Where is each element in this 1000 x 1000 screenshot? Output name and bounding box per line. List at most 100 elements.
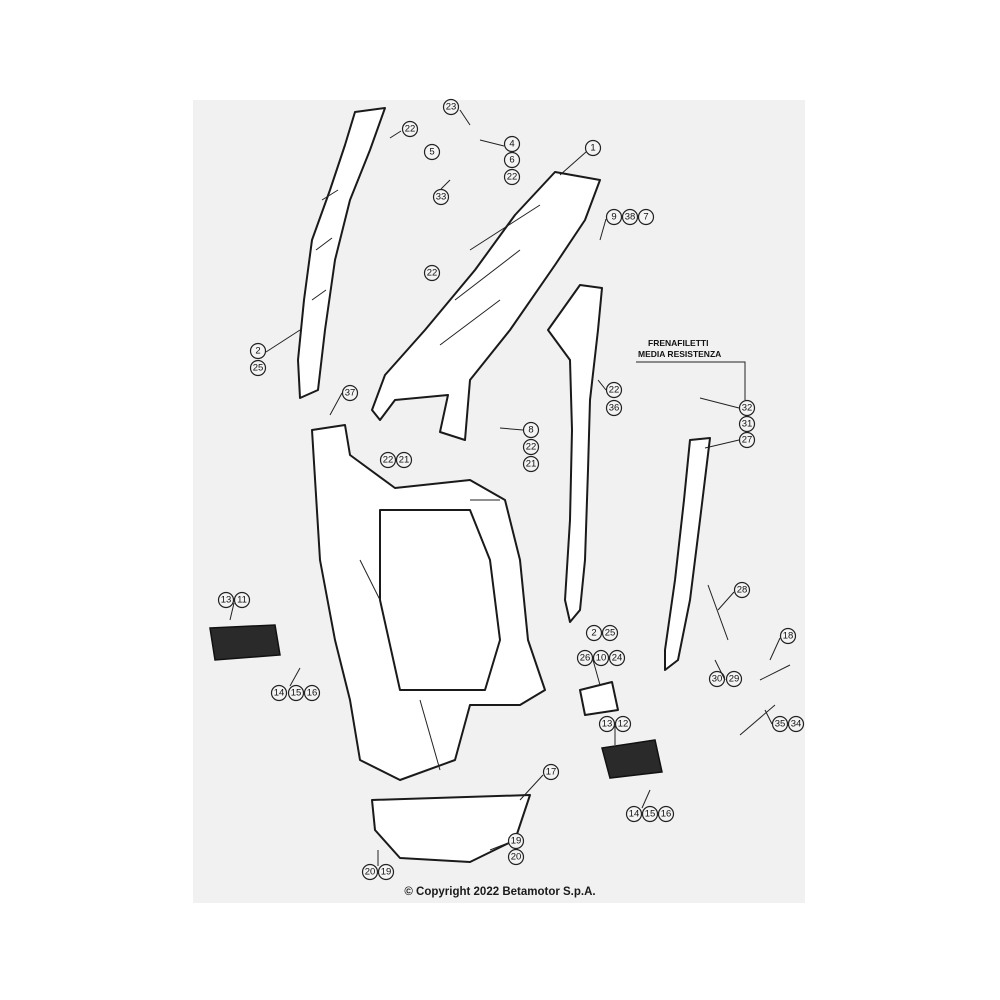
callout-7: 7 xyxy=(637,208,655,226)
note-line-2: MEDIA RESISTENZA xyxy=(638,349,721,359)
callout-29: 29 xyxy=(725,670,743,688)
callout-13: 13 xyxy=(217,591,235,609)
svg-text:7: 7 xyxy=(643,212,648,223)
svg-text:19: 19 xyxy=(511,836,522,847)
svg-text:22: 22 xyxy=(427,268,438,279)
callout-18: 18 xyxy=(779,627,797,645)
svg-text:1: 1 xyxy=(590,143,595,154)
svg-text:25: 25 xyxy=(253,363,264,374)
callout-22: 22 xyxy=(401,120,419,138)
callout-22e: 22 xyxy=(522,438,540,456)
callout-26: 26 xyxy=(576,649,594,667)
svg-text:22: 22 xyxy=(405,124,416,135)
svg-text:18: 18 xyxy=(783,631,794,642)
svg-text:22: 22 xyxy=(609,385,620,396)
svg-text:14: 14 xyxy=(629,809,640,820)
svg-text:21: 21 xyxy=(526,459,537,470)
copyright-text: © Copyright 2022 Betamotor S.p.A. xyxy=(404,886,596,898)
svg-text:29: 29 xyxy=(729,674,740,685)
chain-slider-bracket xyxy=(579,681,619,716)
callout-20b: 20 xyxy=(361,863,379,881)
svg-text:35: 35 xyxy=(775,719,786,730)
svg-text:26: 26 xyxy=(580,653,591,664)
svg-text:19: 19 xyxy=(381,867,392,878)
svg-text:25: 25 xyxy=(605,628,616,639)
svg-text:14: 14 xyxy=(274,688,285,699)
svg-text:24: 24 xyxy=(612,653,623,664)
svg-text:12: 12 xyxy=(618,719,629,730)
svg-text:4: 4 xyxy=(509,139,514,150)
callout-27: 27 xyxy=(738,431,756,449)
svg-text:16: 16 xyxy=(307,688,318,699)
callout-35: 35 xyxy=(771,715,789,733)
svg-text:16: 16 xyxy=(661,809,672,820)
note-line-1: FRENAFILETTI xyxy=(648,338,708,348)
svg-text:21: 21 xyxy=(399,455,410,466)
svg-text:23: 23 xyxy=(446,102,457,113)
callout-23: 23 xyxy=(442,98,460,116)
svg-text:15: 15 xyxy=(645,809,656,820)
callout-2b: 2 xyxy=(585,624,603,642)
callout-8: 8 xyxy=(522,421,540,439)
svg-text:10: 10 xyxy=(596,653,607,664)
skid-plate xyxy=(371,794,531,863)
callout-19: 19 xyxy=(507,832,525,850)
svg-text:30: 30 xyxy=(712,674,723,685)
callout-4: 4 xyxy=(503,135,521,153)
svg-text:13: 13 xyxy=(221,595,232,606)
svg-text:28: 28 xyxy=(737,585,748,596)
callout-14: 14 xyxy=(270,684,288,702)
main-frame xyxy=(311,424,546,781)
callout-33: 33 xyxy=(432,188,450,206)
callout-5: 5 xyxy=(423,143,441,161)
callout-12: 12 xyxy=(614,715,632,733)
callout-10: 10 xyxy=(592,649,610,667)
svg-text:33: 33 xyxy=(436,192,447,203)
callout-6: 6 xyxy=(503,151,521,169)
svg-text:2: 2 xyxy=(255,346,260,357)
right-footpeg xyxy=(601,739,663,779)
svg-text:5: 5 xyxy=(429,147,434,158)
callout-2: 2 xyxy=(249,342,267,360)
svg-text:15: 15 xyxy=(291,688,302,699)
springs xyxy=(707,584,791,736)
callout-16b: 16 xyxy=(657,805,675,823)
svg-text:9: 9 xyxy=(611,212,616,223)
callout-34: 34 xyxy=(787,715,805,733)
callout-25: 25 xyxy=(249,359,267,377)
svg-text:11: 11 xyxy=(237,595,247,606)
callout-38: 38 xyxy=(621,208,639,226)
svg-text:8: 8 xyxy=(528,425,533,436)
callout-15: 15 xyxy=(287,684,305,702)
svg-text:22: 22 xyxy=(526,442,537,453)
callout-31: 31 xyxy=(738,415,756,433)
callout-20: 20 xyxy=(507,848,525,866)
svg-text:2: 2 xyxy=(591,628,596,639)
callout-19b: 19 xyxy=(377,863,395,881)
callout-15b: 15 xyxy=(641,805,659,823)
callout-13b: 13 xyxy=(598,715,616,733)
callout-14b: 14 xyxy=(625,805,643,823)
callout-28: 28 xyxy=(733,581,751,599)
svg-text:37: 37 xyxy=(345,388,356,399)
svg-text:36: 36 xyxy=(609,403,620,414)
svg-text:17: 17 xyxy=(546,767,557,778)
callout-22d: 22 xyxy=(379,451,397,469)
callout-22b: 22 xyxy=(503,168,521,186)
callout-24: 24 xyxy=(608,649,626,667)
svg-text:32: 32 xyxy=(742,403,753,414)
svg-text:6: 6 xyxy=(509,155,514,166)
callout-37: 37 xyxy=(341,384,359,402)
callout-11: 11 xyxy=(233,591,251,609)
svg-text:22: 22 xyxy=(507,172,518,183)
svg-text:22: 22 xyxy=(383,455,394,466)
svg-text:20: 20 xyxy=(511,852,522,863)
callout-32: 32 xyxy=(738,399,756,417)
svg-text:20: 20 xyxy=(365,867,376,878)
rear-subframe xyxy=(371,171,601,441)
right-rear-rail xyxy=(547,284,603,623)
callout-17: 17 xyxy=(542,763,560,781)
svg-text:13: 13 xyxy=(602,719,613,730)
callout-21b: 21 xyxy=(522,455,540,473)
